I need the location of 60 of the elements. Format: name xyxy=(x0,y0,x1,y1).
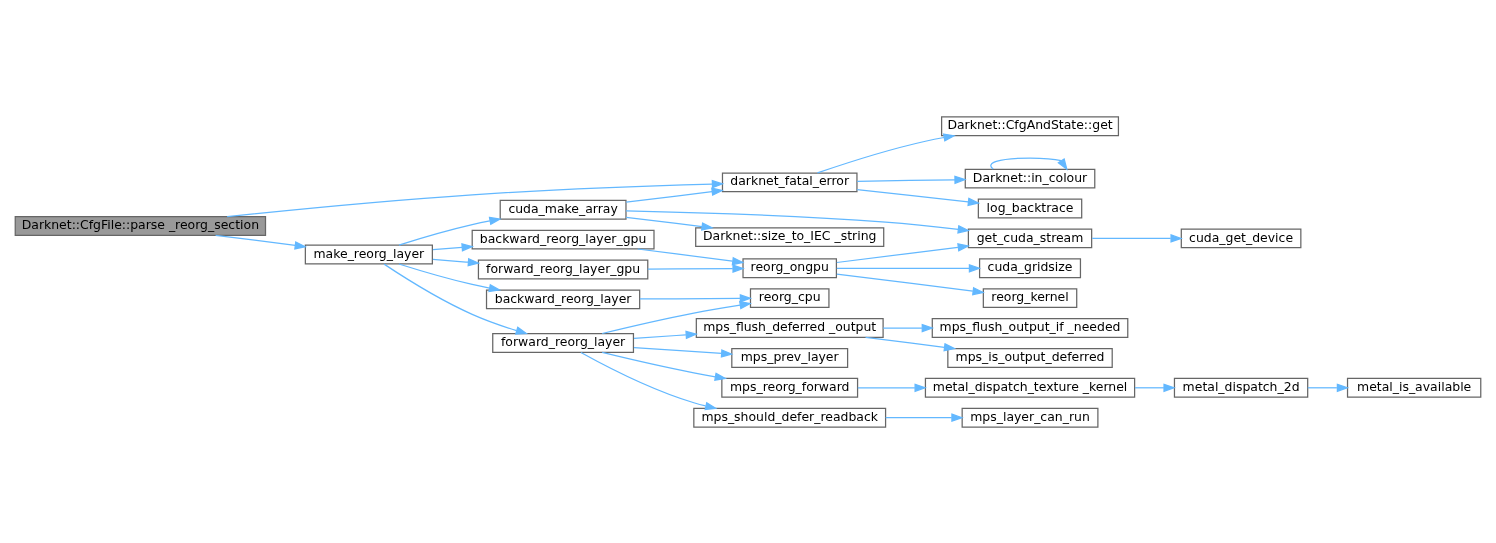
arrow xyxy=(856,188,981,206)
node-box: mps_prev_layer xyxy=(731,347,849,368)
arrow xyxy=(885,412,964,422)
node-box: log_backtrace xyxy=(977,198,1083,218)
arrow xyxy=(856,174,967,184)
arrow xyxy=(864,336,957,352)
node-box: mps_flush_deferred _output xyxy=(695,317,884,338)
arrow xyxy=(836,263,982,273)
node-box: darknet_fatal_error xyxy=(721,171,858,192)
arrow xyxy=(625,216,714,231)
arrow xyxy=(637,247,745,265)
arrow xyxy=(625,186,724,203)
arrow xyxy=(990,156,1068,171)
node-box: get_cuda_stream xyxy=(967,227,1093,248)
node-box: mps_is_output_deferred xyxy=(947,347,1113,368)
arrow xyxy=(836,272,985,295)
node-box: backward_reorg_layer_gpu xyxy=(471,229,655,250)
arrow xyxy=(639,293,753,303)
arrow xyxy=(816,132,956,174)
arrow xyxy=(226,179,725,217)
arrow xyxy=(633,330,699,339)
arrow xyxy=(1091,233,1183,243)
arrow xyxy=(398,216,502,246)
node-box: make_reorg_layer xyxy=(304,244,433,265)
arrow xyxy=(432,242,475,252)
node-box: mps_layer_can_run xyxy=(961,407,1099,428)
node-box: cuda_make_array xyxy=(499,199,627,220)
node-box: mps_should_defer_readback xyxy=(693,407,887,428)
node-box: reorg_kernel xyxy=(982,287,1078,308)
node-box: Darknet::in_colour xyxy=(964,168,1096,189)
arrow xyxy=(580,351,718,410)
arrow xyxy=(882,323,935,332)
node-box: metal_is_available xyxy=(1346,377,1482,398)
arrow xyxy=(601,300,752,334)
node-box: cuda_gridsize xyxy=(978,257,1082,278)
arrow xyxy=(601,351,728,381)
node-box: metal_dispatch_2d xyxy=(1173,377,1309,398)
node-box: reorg_ongpu xyxy=(742,257,838,278)
node-box: Darknet::CfgFile::parse _reorg_section xyxy=(14,215,267,236)
arrow xyxy=(836,242,971,263)
arrow xyxy=(432,257,481,267)
node-box: backward_reorg_layer xyxy=(485,288,641,309)
node-box: forward_reorg_layer_gpu xyxy=(477,259,649,279)
node-box: cuda_get_device xyxy=(1180,227,1302,248)
arrow xyxy=(625,209,971,234)
node-box: mps_reorg_forward xyxy=(721,377,859,398)
arrow xyxy=(215,234,308,250)
arrow xyxy=(1134,382,1176,392)
node-box: metal_dispatch_texture _kernel xyxy=(924,377,1136,398)
node-box: forward_reorg_layer xyxy=(492,332,635,353)
arrow xyxy=(383,263,529,335)
arrow xyxy=(1307,382,1350,392)
node-box: Darknet::CfgAndState::get xyxy=(941,115,1120,136)
node-box: reorg_cpu xyxy=(749,287,830,308)
node-box: Darknet::size_to_IEC _string xyxy=(695,226,885,247)
arrow xyxy=(633,346,734,358)
arrow xyxy=(647,263,745,273)
node-box: mps_flush_output_if _needed xyxy=(931,317,1129,338)
arrow xyxy=(398,262,502,292)
arrow xyxy=(857,382,927,392)
